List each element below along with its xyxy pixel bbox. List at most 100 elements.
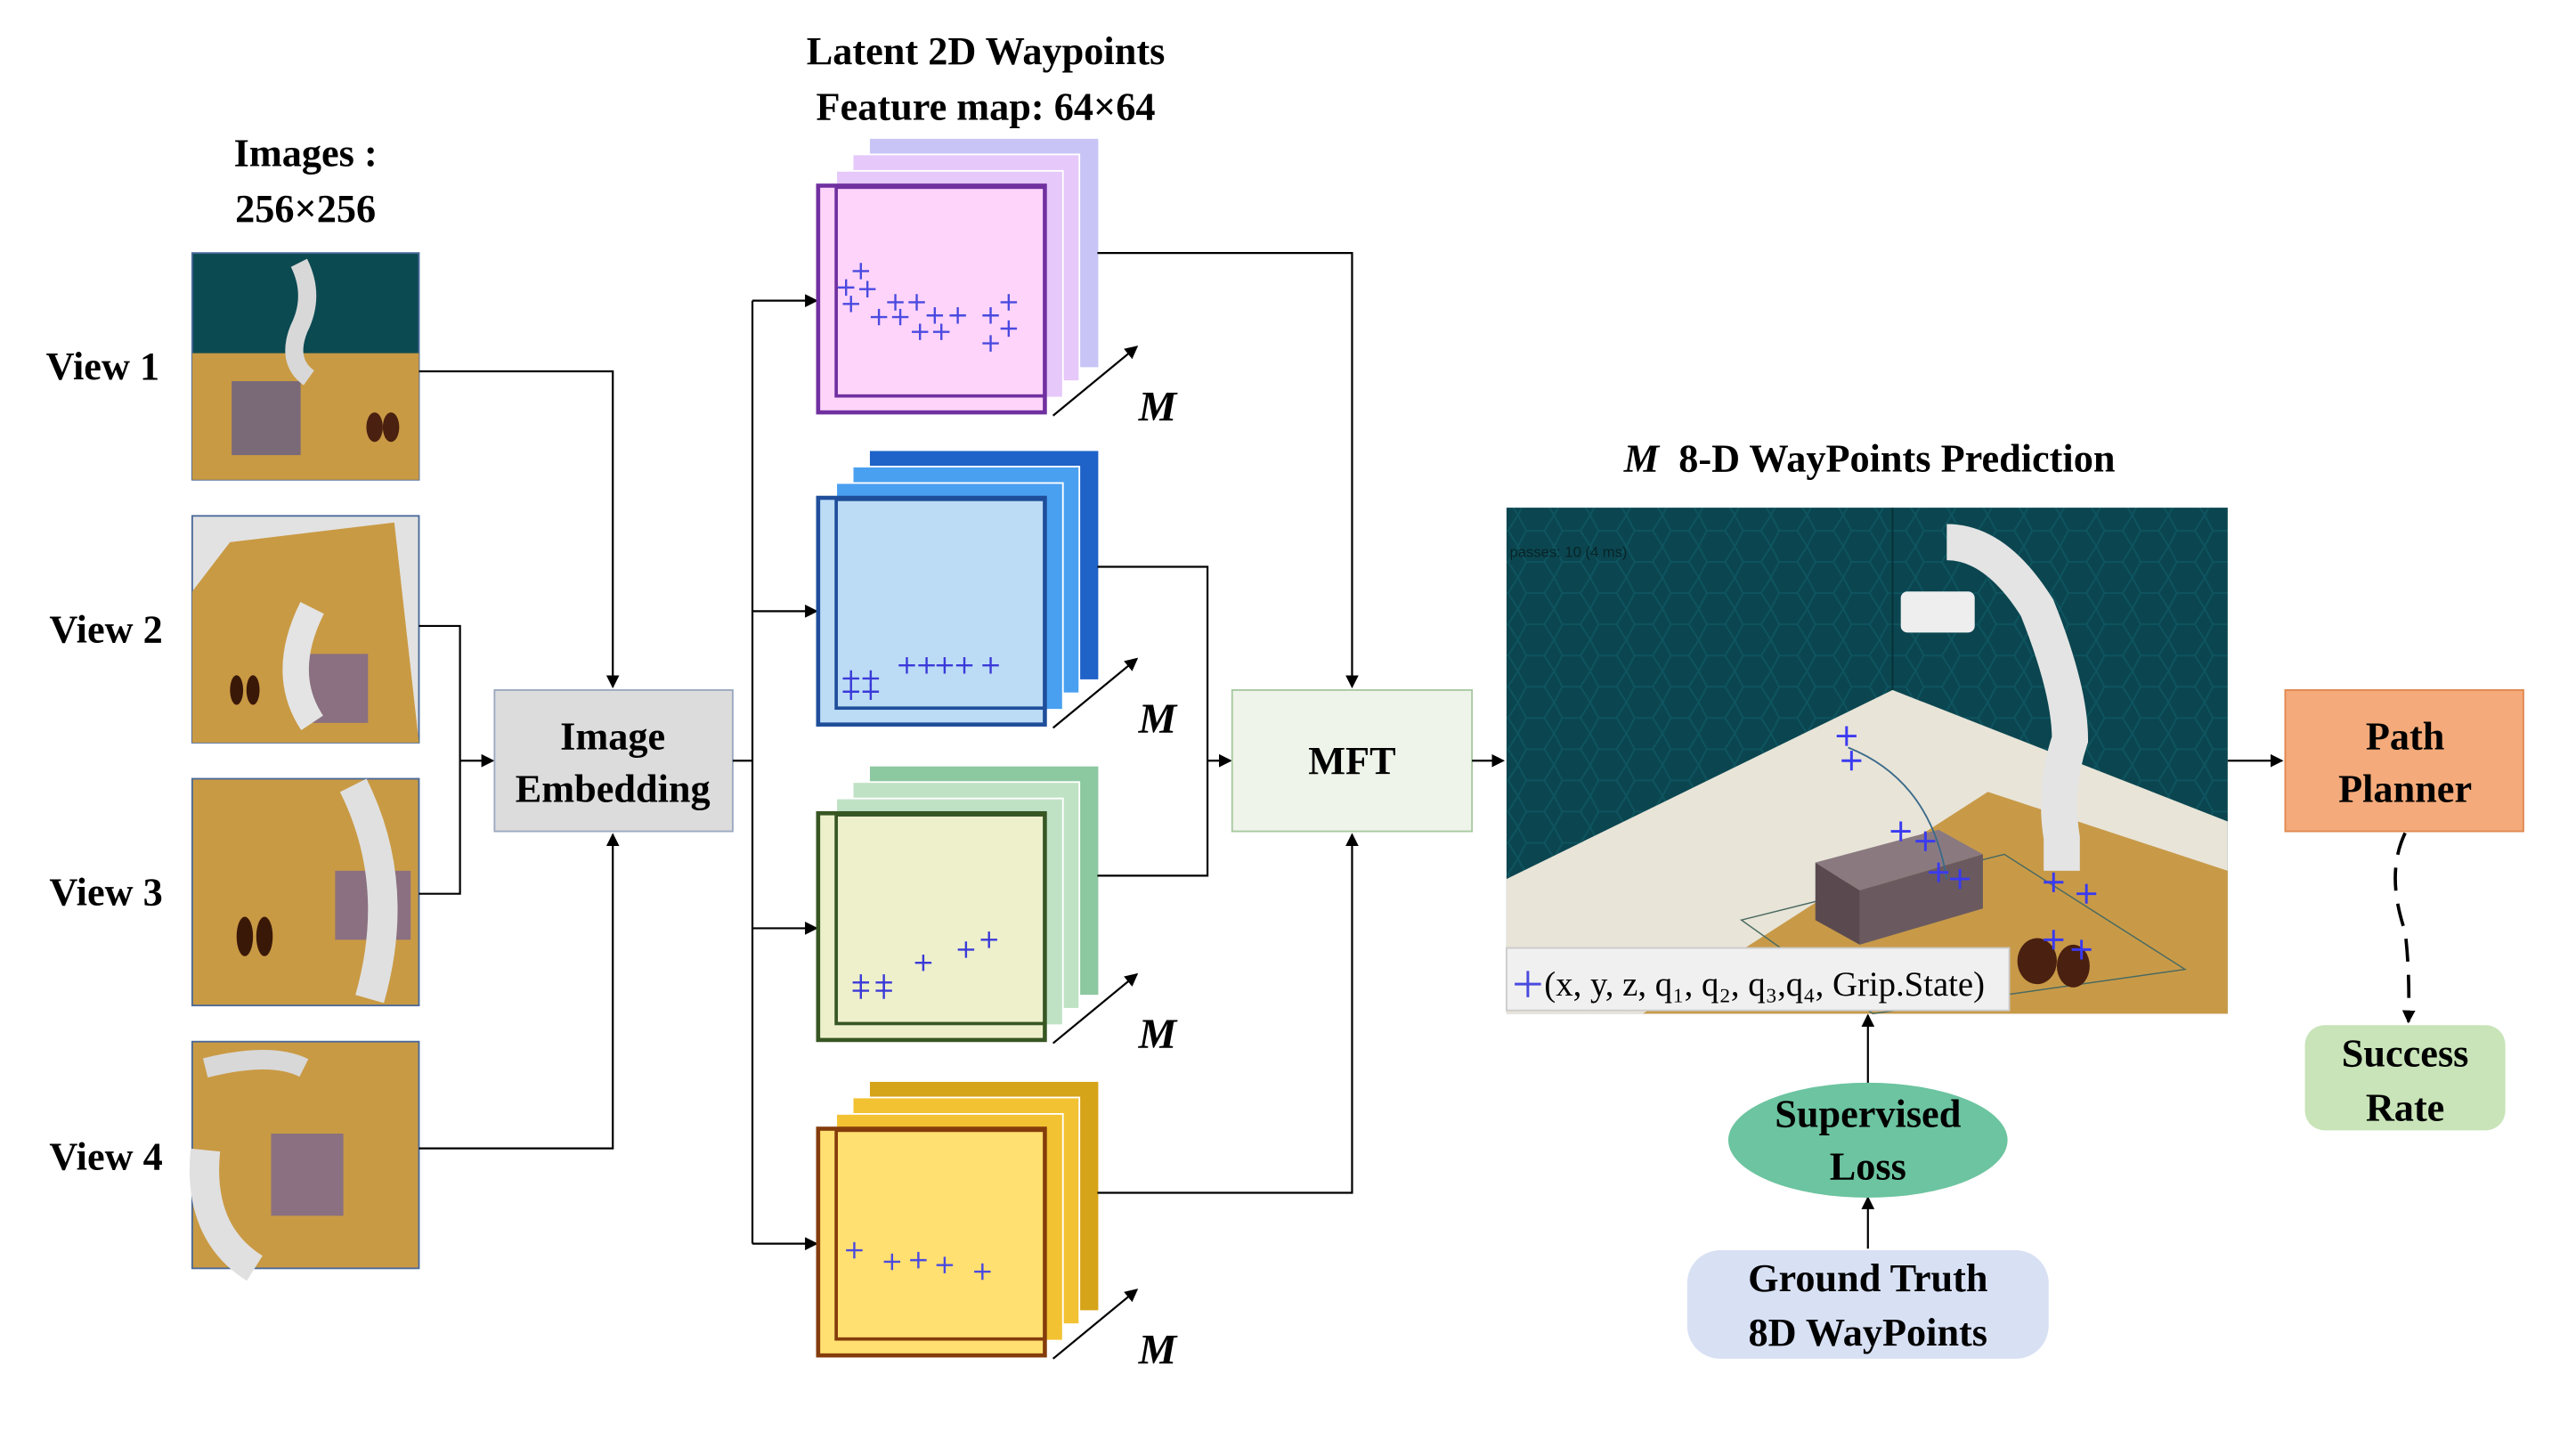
waypoint-cross: [955, 657, 973, 674]
feature-map-stack: M: [816, 1081, 1178, 1373]
feature-map-layer: [816, 183, 1047, 415]
loss-ellipse: [1727, 1082, 2008, 1199]
robot-arm: [285, 258, 317, 386]
prediction-title-m: M: [1623, 437, 1661, 481]
waypoint-cross: [908, 294, 925, 311]
waypoint-cross: [852, 982, 870, 999]
waypoint-cross: [837, 279, 855, 297]
view-4: View 4: [49, 1040, 420, 1281]
waypoint-cross: [887, 294, 904, 311]
waypoint-cross: [858, 281, 876, 297]
success-rate-box: [2304, 1025, 2506, 1131]
predicted-waypoint-cross: [1890, 821, 1911, 842]
predicted-waypoint-cross: [2076, 883, 2097, 904]
waypoint-cross: [982, 657, 999, 674]
depth-arrow: [1052, 972, 1139, 1045]
latent-title-line1: Latent 2D Waypoints: [807, 29, 1166, 73]
view-label: View 4: [49, 1135, 162, 1179]
waypoint-cross: [957, 941, 975, 958]
waypoint-cross: [852, 263, 870, 280]
view-label: View 3: [49, 871, 162, 915]
robot-arm: [1946, 524, 2089, 871]
waypoint-cross: [842, 683, 859, 700]
feature-map-stack: M: [816, 138, 1178, 430]
latent-title-line2: Feature map: 64×64: [817, 85, 1156, 129]
waypoint-cross: [932, 323, 950, 340]
cross-marker-icon: [1515, 971, 1541, 997]
feature-map-frame: [834, 185, 1047, 398]
mft-block: MFT: [1231, 688, 1474, 833]
legend-text: (x, y, z, q₁, q₂, q₃,q₄, Grip.State): [1544, 965, 1985, 1004]
feature-map-frame: [834, 1128, 1047, 1341]
view-3: View 3: [49, 777, 420, 1007]
waypoint-cross: [982, 307, 999, 324]
predicted-waypoint-cross: [1950, 869, 1971, 890]
loss-label-line1: Supervised: [1775, 1093, 1961, 1136]
feature-map-layer: [816, 1126, 1047, 1358]
depth-arrow: [1052, 346, 1139, 417]
loss-label-line2: Loss: [1830, 1145, 1906, 1189]
depth-arrow: [1052, 1289, 1139, 1360]
waypoint-cross: [910, 1251, 927, 1269]
waypoint-cross: [926, 307, 944, 324]
view-label: View 2: [49, 607, 162, 651]
path-planner-line2: Planner: [2338, 767, 2472, 810]
view-label: View 1: [46, 345, 159, 388]
waypoint-cross: [1000, 320, 1018, 337]
feature-map-layer: [816, 810, 1047, 1043]
predicted-waypoint-cross: [2044, 872, 2064, 892]
predicted-waypoint-cross: [1929, 862, 1949, 882]
feature-map-frame: [834, 813, 1047, 1026]
stack-multiplier-label: M: [1138, 1011, 1178, 1058]
predicted-waypoint-cross: [2044, 930, 2064, 950]
success-rate-line2: Rate: [2366, 1085, 2444, 1129]
image-embedding-block: Image Embedding: [493, 688, 734, 833]
waypoint-cross: [914, 954, 932, 972]
success-rate-line1: Success: [2342, 1031, 2469, 1075]
waypoint-cross: [911, 323, 929, 340]
waypoint-cross: [936, 1256, 954, 1273]
feature-map-stack: M: [816, 766, 1178, 1058]
waypoint-cross: [862, 683, 880, 700]
waypoint-cross: [980, 931, 997, 948]
waypoint-cross: [870, 308, 888, 326]
ground-truth-box: [1686, 1250, 2049, 1359]
waypoint-cross: [974, 1263, 991, 1281]
ground-truth-line1: Ground Truth: [1748, 1256, 1987, 1300]
embedding-label-line1: Image: [560, 714, 665, 758]
feature-map-frame: [834, 498, 1047, 711]
ground-truth: Ground Truth 8D WayPoints: [1686, 1250, 2049, 1359]
waypoint-cross: [875, 982, 892, 999]
waypoint-cross: [898, 657, 915, 674]
waypoint-cross: [846, 1241, 863, 1259]
predicted-waypoint-cross: [1836, 726, 1857, 746]
overlay-text: passes: 10 (4 ms): [1510, 543, 1628, 560]
waypoint-cross: [949, 307, 966, 324]
waypoint-cross: [918, 657, 935, 674]
images-title-line1: Images :: [234, 131, 378, 175]
depth-arrow: [1052, 657, 1139, 729]
legend-box: [1505, 947, 2011, 1012]
embedding-box: [493, 688, 734, 833]
predicted-waypoint-cross: [1841, 751, 1862, 771]
embedding-label-line2: Embedding: [516, 767, 711, 810]
path-planner-line1: Path: [2366, 714, 2445, 758]
waypoint-cross: [891, 308, 909, 326]
waypoint-cross: [936, 657, 954, 674]
predicted-waypoint-cross: [2071, 939, 2092, 960]
supervised-loss: Supervised Loss: [1727, 1082, 2008, 1199]
ground-truth-line2: 8D WayPoints: [1749, 1311, 1988, 1354]
waypoint-cross: [1000, 294, 1018, 311]
waypoint-cross: [982, 335, 999, 352]
view-2: View 2: [49, 515, 420, 744]
stack-multiplier-label: M: [1138, 1326, 1178, 1373]
stack-multiplier-label: M: [1138, 383, 1178, 430]
predicted-waypoint-cross: [1915, 831, 1936, 851]
waypoint-cross: [842, 296, 859, 313]
path-planner: Path Planner: [2284, 688, 2524, 833]
waypoint-cross: [883, 1253, 901, 1271]
images-title-line2: 256×256: [235, 187, 376, 231]
path-planner-box: [2284, 688, 2524, 833]
